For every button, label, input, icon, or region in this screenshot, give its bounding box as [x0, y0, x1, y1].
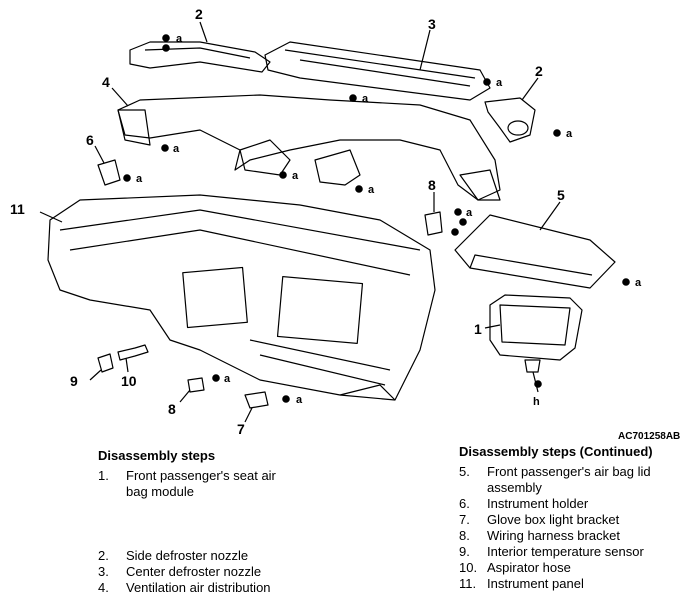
instrument-panel [39, 194, 436, 401]
step-item: 7. Glove box light bracket [459, 512, 689, 528]
side-defroster-nozzle-right [484, 77, 539, 143]
callout-7: 7 [237, 421, 245, 437]
step-item: 5. Front passenger's air bag lid assembl… [459, 464, 689, 496]
air-bag-module [484, 294, 583, 393]
step-number: 11. [459, 576, 477, 591]
callout-11: 11 [10, 201, 25, 217]
step-item: 10. Aspirator hose [459, 560, 689, 576]
step-item: 3. Center defroster nozzle [98, 564, 298, 580]
step-item: 1. Front passenger's seat air bag module [98, 468, 298, 500]
aspirator-hose [117, 344, 149, 373]
step-text: Center defroster nozzle [126, 564, 262, 579]
glove-box-light-bracket [244, 391, 269, 423]
side-defroster-nozzle-left [129, 21, 271, 73]
fastener-a: a [296, 394, 303, 406]
ventilation-air-distribution [111, 87, 501, 201]
step-text: Glove box light bracket [487, 512, 620, 527]
fastener-a: a [136, 173, 143, 185]
callout-8-upper: 8 [428, 177, 436, 193]
center-defroster-nozzle [264, 29, 491, 101]
step-item: 2. Side defroster nozzle [98, 548, 298, 564]
step-text: Ventilation air distribution [126, 580, 271, 595]
instrument-holder [94, 145, 121, 186]
wiring-harness-bracket [424, 192, 443, 236]
wiring-harness-bracket-lower [179, 377, 205, 403]
step-number: 3. [98, 564, 109, 579]
figure-code: AC701258AB [618, 431, 681, 442]
step-number: 1. [98, 468, 109, 483]
callout-6: 6 [86, 132, 94, 148]
step-number: 2. [98, 548, 109, 563]
air-bag-lid-assembly [454, 201, 616, 289]
exploded-view-diagram: 2 3 2 4 6 5 8 11 1 10 8 7 a a a a a a a … [10, 6, 642, 437]
step-number: 6. [459, 496, 470, 511]
callout-4: 4 [102, 74, 110, 90]
fastener-a: a [635, 277, 642, 289]
fastener-a: a [173, 143, 180, 155]
callout-2-right: 2 [535, 63, 543, 79]
step-text: Aspirator hose [487, 560, 571, 575]
fastener-screws [123, 34, 630, 403]
callout-9: 9 [70, 373, 78, 389]
fastener-a: a [566, 128, 573, 140]
fastener-a: a [292, 170, 299, 182]
disassembly-steps-continued: Disassembly steps (Continued) 5. Front p… [459, 444, 689, 592]
fastener-a: a [368, 184, 375, 196]
step-item: 11. Instrument panel [459, 576, 689, 592]
step-text: Front passenger's seat air bag module [126, 468, 276, 499]
step-item: 9. Interior temperature sensor [459, 544, 689, 560]
step-text: Instrument panel [487, 576, 584, 591]
step-text: Front passenger's air bag lid assembly [487, 464, 651, 495]
step-number: 10. [459, 560, 478, 575]
fastener-a: a [224, 373, 231, 385]
step-text: Side defroster nozzle [126, 548, 249, 563]
step-item: 4. Ventilation air distribution [98, 580, 298, 596]
callout-10: 10 [121, 373, 137, 389]
callout-8-lower: 8 [168, 401, 176, 417]
step-text: Wiring harness bracket [487, 528, 620, 543]
callout-3: 3 [428, 16, 436, 32]
section-heading: Disassembly steps [98, 448, 216, 463]
callout-1: 1 [474, 321, 482, 337]
step-number: 7. [459, 512, 470, 527]
step-number: 5. [459, 464, 470, 479]
callout-2-left: 2 [195, 6, 203, 22]
step-text: Instrument holder [487, 496, 589, 511]
step-number: 9. [459, 544, 470, 559]
interior-temperature-sensor [89, 353, 114, 381]
fastener-a: a [176, 33, 183, 45]
step-number: 4. [98, 580, 109, 595]
callout-5: 5 [557, 187, 565, 203]
section-heading: Disassembly steps (Continued) [459, 444, 653, 459]
fastener-h: h [533, 396, 540, 408]
fastener-letters: a a a a a a a a a a a a h [136, 33, 642, 408]
step-text: Interior temperature sensor [487, 544, 644, 559]
fastener-a: a [496, 77, 503, 89]
fastener-a: a [362, 93, 369, 105]
step-item: 6. Instrument holder [459, 496, 689, 512]
fastener-a: a [466, 207, 473, 219]
step-item: 8. Wiring harness bracket [459, 528, 689, 544]
step-number: 8. [459, 528, 470, 543]
disassembly-steps: Disassembly steps 1. Front passenger's s… [98, 448, 298, 596]
